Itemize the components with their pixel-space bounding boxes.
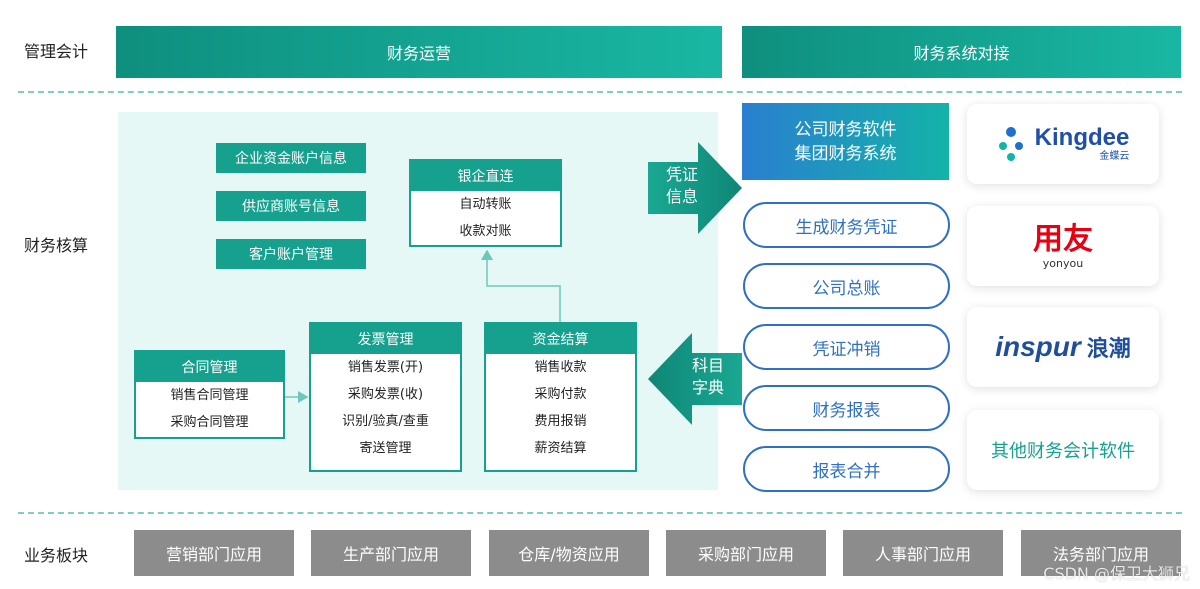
finance-operations-bar: 财务运营 <box>116 26 722 78</box>
finance-system-integration-label: 财务系统对接 <box>913 44 1010 63</box>
biz-legal: 法务部门应用 <box>1021 530 1181 576</box>
voucher-arrow-line1: 凭证 <box>665 165 698 184</box>
finance-software-line2: 集团财务系统 <box>794 143 897 164</box>
settlement-item-sales: 销售收款 <box>534 360 587 375</box>
tag-enterprise-account: 企业资金账户信息 <box>216 143 366 173</box>
finance-system-integration-bar: 财务系统对接 <box>742 26 1181 78</box>
watermark: CSDN @保卫大狮兄 <box>1043 564 1190 583</box>
invoice-item-verify: 识别/验真/查重 <box>342 414 429 429</box>
settlement-to-bank-connector <box>481 249 561 322</box>
contract-item-purchase: 采购合同管理 <box>170 415 249 430</box>
divider-top <box>18 91 1182 93</box>
settlement-box: 资金结算 销售收款 采购付款 费用报销 薪资结算 <box>484 322 637 472</box>
invoice-item-purchase: 采购发票(收) <box>347 387 424 402</box>
row-label-accounting: 财务核算 <box>24 236 89 255</box>
invoice-item-sales: 销售发票(开) <box>347 360 424 375</box>
vendor-yonyou: 用友 yonyou <box>967 206 1159 286</box>
pill-report-consolidation: 报表合并 <box>743 446 950 492</box>
settlement-item-expense: 费用报销 <box>534 414 587 429</box>
vendor-kingdee: Kingdee 金蝶云 <box>967 104 1159 184</box>
subject-arrow-line1: 科目 <box>691 356 724 375</box>
bank-item-auto-transfer: 自动转账 <box>459 197 512 212</box>
row-label-management: 管理会计 <box>24 42 89 61</box>
subject-arrow-line2: 字典 <box>691 378 724 397</box>
pill-generate-voucher: 生成财务凭证 <box>743 202 950 248</box>
inspur-logo-cn: 浪潮 <box>1086 337 1131 362</box>
bank-direct-title: 银企直连 <box>411 161 560 191</box>
bank-item-reconciliation: 收款对账 <box>459 224 512 239</box>
contract-item-sales: 销售合同管理 <box>170 388 249 403</box>
yonyou-logo-en: yonyou <box>1042 256 1084 270</box>
settlement-title: 资金结算 <box>486 324 635 354</box>
vendor-inspur: inspur 浪潮 <box>967 307 1159 387</box>
kingdee-logo-cn: 金蝶云 <box>1099 151 1130 162</box>
pill-general-ledger: 公司总账 <box>743 263 950 309</box>
voucher-arrow <box>648 142 742 234</box>
yonyou-logo-text: 用友 <box>1033 221 1093 257</box>
finance-software-header: 公司财务软件 集团财务系统 <box>742 103 949 180</box>
biz-hr: 人事部门应用 <box>843 530 1003 576</box>
biz-marketing: 营销部门应用 <box>134 530 294 576</box>
voucher-arrow-line2: 信息 <box>665 187 698 206</box>
voucher-arrow-label: 凭证 信息 <box>656 164 708 208</box>
row-label-business: 业务板块 <box>24 546 89 565</box>
contract-title: 合同管理 <box>136 352 283 382</box>
contract-box: 合同管理 销售合同管理 采购合同管理 <box>134 350 285 439</box>
invoice-title: 发票管理 <box>311 324 460 354</box>
other-finance-software: 其他财务会计软件 <box>991 441 1135 462</box>
vendor-other: 其他财务会计软件 <box>967 410 1159 490</box>
bank-direct-box: 银企直连 自动转账 收款对账 <box>409 159 562 247</box>
pill-financial-report: 财务报表 <box>743 385 950 431</box>
divider-bottom <box>18 512 1182 514</box>
tag-customer-account: 客户账户管理 <box>216 239 366 269</box>
finance-operations-label: 财务运营 <box>386 44 451 63</box>
subject-arrow <box>648 333 742 425</box>
tag-supplier-account: 供应商账号信息 <box>216 191 366 221</box>
kingdee-dots-icon <box>998 127 1023 161</box>
inspur-logo-text: inspur <box>995 331 1081 362</box>
subject-arrow-label: 科目 字典 <box>682 355 734 399</box>
biz-warehouse: 仓库/物资应用 <box>489 530 649 576</box>
pill-voucher-writeoff: 凭证冲销 <box>743 324 950 370</box>
finance-software-line1: 公司财务软件 <box>794 119 897 140</box>
biz-production: 生产部门应用 <box>311 530 471 576</box>
settlement-item-salary: 薪资结算 <box>534 441 587 456</box>
kingdee-logo-text: Kingdee <box>1034 124 1130 151</box>
settlement-item-purchase: 采购付款 <box>534 387 587 402</box>
invoice-item-mailing: 寄送管理 <box>359 441 412 456</box>
biz-procurement: 采购部门应用 <box>666 530 826 576</box>
invoice-box: 发票管理 销售发票(开) 采购发票(收) 识别/验真/查重 寄送管理 <box>309 322 462 472</box>
